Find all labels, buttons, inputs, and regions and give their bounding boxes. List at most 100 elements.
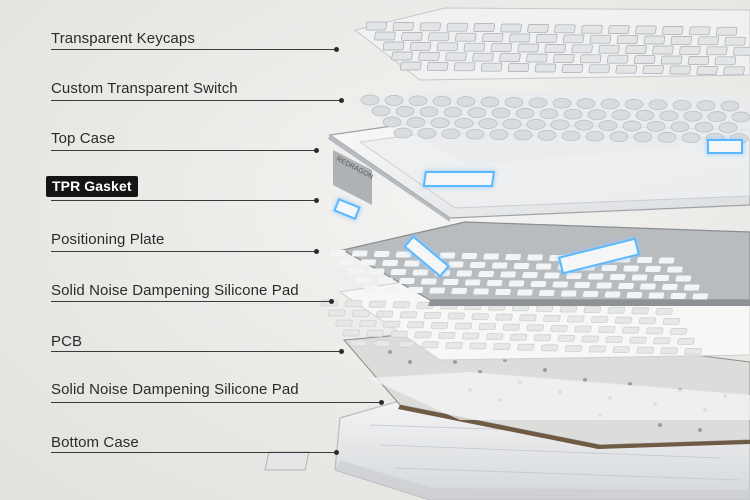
padKeys-element [550, 324, 568, 332]
keycaps-element [706, 46, 728, 56]
padKeys-element [368, 300, 387, 308]
switchBlobs-element [432, 95, 452, 107]
plateKeys-element [346, 268, 363, 274]
leader-line [51, 49, 336, 50]
gasket-top-left [422, 171, 495, 187]
padKeys-element [445, 341, 463, 349]
keycaps-element [401, 32, 423, 41]
keycaps-element [652, 45, 674, 55]
switchBlobs-element [694, 121, 714, 133]
plateKeys-element [522, 272, 538, 278]
keycaps-element [436, 42, 459, 52]
leader-dot [314, 249, 319, 254]
padKeys-element [399, 311, 418, 319]
switchBlobs-element [611, 109, 631, 121]
plateKeys-element [491, 262, 508, 269]
padKeys-element [653, 337, 671, 345]
keycaps-element [679, 46, 701, 55]
keycaps-element [562, 34, 585, 44]
switchBlobs-element [696, 100, 716, 111]
plateKeys-element [609, 274, 626, 280]
plateKeys-element [407, 287, 424, 293]
label-silicone-pad-upper: Solid Noise Dampening Silicone Pad [51, 282, 299, 299]
switchBlobs-element [480, 96, 500, 108]
plateKeys-element [574, 282, 591, 288]
plateKeys-element [517, 289, 533, 296]
plateKeys-element [429, 287, 446, 294]
switchBlobs-element [465, 128, 485, 140]
plateKeys-element [451, 288, 467, 294]
keycaps-element [670, 36, 693, 45]
keycaps-element [580, 54, 602, 64]
switchBlobs-element [408, 95, 428, 107]
plateKeys-element [623, 265, 639, 272]
keycaps-element [642, 65, 664, 74]
padKeys-element [645, 327, 664, 335]
padKeys-element [581, 335, 599, 343]
plateKeys-element [601, 265, 618, 271]
padKeys-element [342, 329, 360, 337]
silicone-pad-lower [368, 372, 750, 420]
switchBlobs-element [456, 96, 476, 107]
padKeys-element [559, 305, 578, 313]
switchBlobs-element [681, 132, 701, 144]
label-custom-transparent-switch: Custom Transparent Switch [51, 80, 238, 97]
plateKeys-element [355, 277, 371, 283]
padKeys-element [598, 326, 616, 334]
label-tpr-gasket: TPR Gasket [46, 176, 138, 197]
plateKeys-element [667, 266, 683, 273]
leader-line [51, 100, 341, 101]
plateKeys-element [653, 275, 670, 281]
switchBlobs-element [502, 118, 522, 130]
padKeys-element [567, 315, 585, 323]
padKeys-element [344, 300, 363, 308]
padKeys-element [631, 307, 649, 315]
plateKeys-element [692, 293, 709, 300]
keycaps-element [526, 53, 548, 63]
keycaps-element [426, 62, 449, 71]
padKeys-element [454, 322, 473, 330]
leader-line [51, 452, 336, 453]
keycaps-element [696, 66, 718, 75]
keycaps-element [581, 24, 603, 34]
switchBlobs-element [467, 107, 487, 118]
padKeys-element [540, 344, 559, 352]
keycaps-element [527, 24, 549, 33]
plateKeys-element [360, 259, 377, 266]
plateKeys-element [640, 283, 656, 290]
keycaps-element [724, 36, 746, 46]
keycaps-element [419, 22, 441, 32]
switchBlobs-element [622, 120, 642, 132]
padKeys-element [509, 333, 528, 341]
plateKeys-element [566, 273, 582, 279]
keycaps-element [418, 52, 440, 61]
keycaps-element [365, 21, 388, 31]
keycaps-element [490, 43, 513, 52]
switchBlobs-element [395, 106, 415, 117]
plateKeys-element [439, 252, 456, 259]
switchBlobs-element [504, 97, 524, 108]
switchBlobs-element [441, 128, 461, 140]
padKeys-element [588, 345, 607, 353]
plateKeys-element [448, 261, 464, 268]
keycaps-element [616, 35, 639, 44]
keycaps-element [455, 32, 477, 42]
gasket-top-right [707, 139, 743, 154]
padKeys-element [502, 323, 520, 331]
keycaps-element [507, 63, 530, 72]
switchBlobs-element [419, 106, 439, 118]
plateKeys-element [456, 270, 473, 277]
padKeys-element [622, 326, 640, 334]
switchBlobs-element [393, 127, 413, 139]
keycaps-element [633, 55, 656, 64]
plateKeys-element [478, 271, 494, 277]
switchBlobs-element [587, 109, 607, 120]
plateKeys-element [596, 282, 612, 289]
leader-line [51, 402, 381, 403]
keycaps-element [660, 55, 683, 65]
label-positioning-plate: Positioning Plate [51, 231, 165, 248]
switchBlobs-element [526, 119, 546, 130]
keycaps-element [553, 54, 575, 63]
padKeys-element [352, 310, 370, 318]
plateKeys-element [684, 284, 700, 291]
